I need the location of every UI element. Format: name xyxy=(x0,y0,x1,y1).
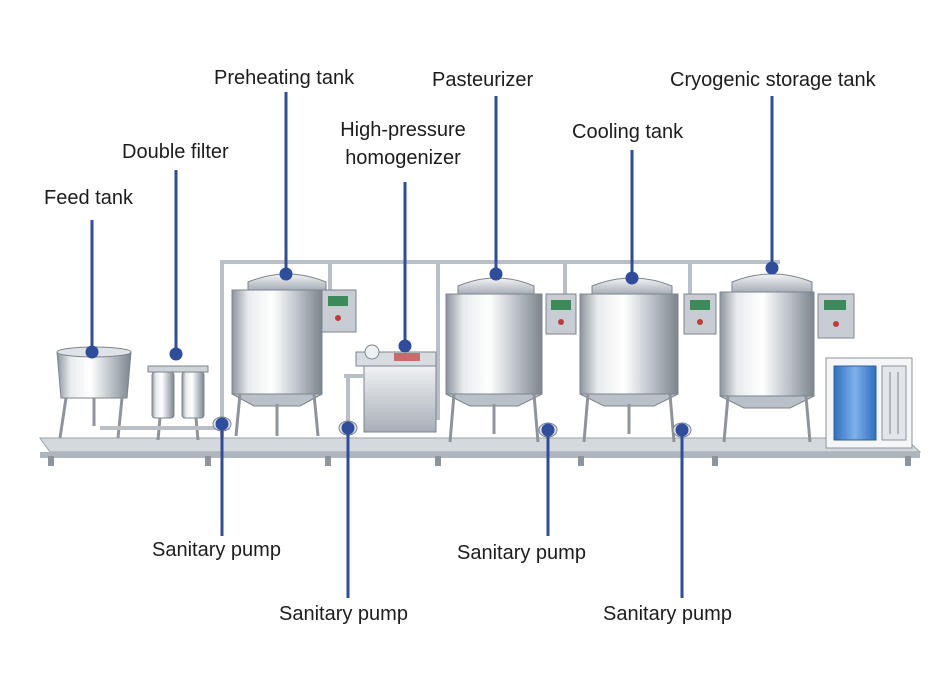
label-cryogenic-storage-tank: Cryogenic storage tank xyxy=(670,69,876,91)
label-sanitary-pump-2: Sanitary pump xyxy=(279,603,408,625)
cryogenic-storage-tank xyxy=(719,273,855,443)
label-homogenizer-line1: High-pressure xyxy=(340,119,466,141)
preheating-tank xyxy=(231,273,357,437)
label-sanitary-pump-4: Sanitary pump xyxy=(603,603,732,625)
high-pressure-homogenizer xyxy=(344,344,437,436)
label-double-filter: Double filter xyxy=(122,141,229,163)
cooling-tank xyxy=(579,277,717,443)
leader-lines xyxy=(85,92,779,598)
label-pasteurizer: Pasteurizer xyxy=(432,69,534,91)
base-frame xyxy=(39,437,922,466)
label-homogenizer-line2: homogenizer xyxy=(345,147,461,169)
label-sanitary-pump-3: Sanitary pump xyxy=(457,542,586,564)
label-homogenizer: High-pressure homogenizer xyxy=(328,116,478,172)
label-cooling-tank: Cooling tank xyxy=(572,121,684,143)
label-preheating-tank: Preheating tank xyxy=(214,67,355,89)
label-sanitary-pump-1: Sanitary pump xyxy=(152,539,281,561)
double-filter xyxy=(100,365,230,441)
feed-tank xyxy=(56,346,132,439)
refrigeration-condenser xyxy=(825,357,913,449)
overhead-piping xyxy=(220,260,780,440)
label-feed-tank: Feed tank xyxy=(44,187,133,209)
pasteurizer-tank xyxy=(445,277,577,443)
